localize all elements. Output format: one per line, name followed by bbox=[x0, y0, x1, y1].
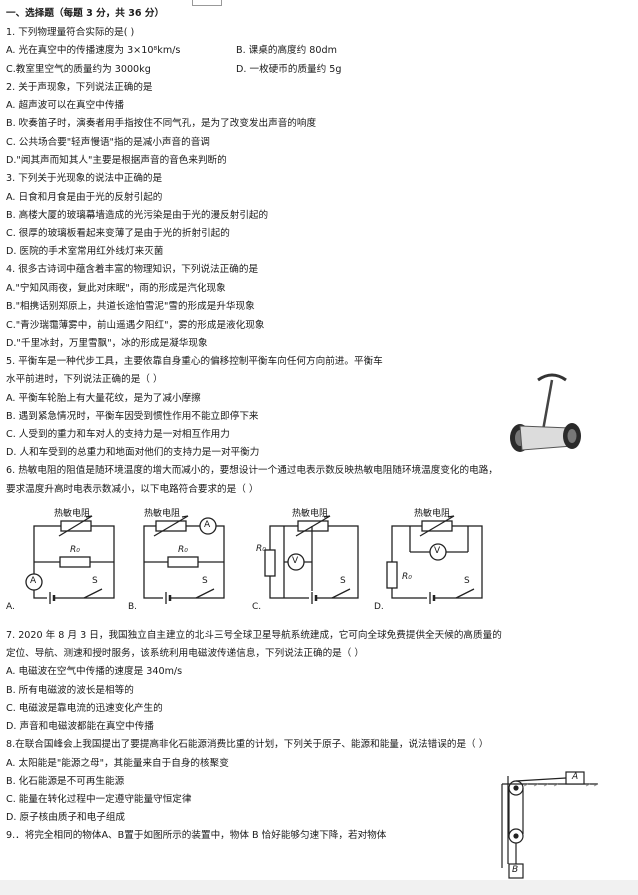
q1-option-a: A. 光在真空中的传播速度为 3×10⁸km/s bbox=[6, 45, 181, 56]
circuit-c-thermistor-label: 热敏电阻 bbox=[292, 509, 329, 519]
q3-option-c: C. 很厚的玻璃板看起来变薄了是由于光的折射引起的 bbox=[6, 228, 230, 239]
circuit-diagram-b: 热敏电阻 R₀ A S B. bbox=[126, 500, 244, 616]
q1-option-d: D. 一枚硬币的质量约 5g bbox=[236, 64, 342, 75]
circuit-a-switch-label: S bbox=[92, 576, 98, 586]
circuit-b-option-letter: B. bbox=[128, 602, 138, 612]
question-6-stem-line1: 6. 热敏电阻的阻值是随环境温度的增大而减小的，要想设计一个通过电表示数反映热敏… bbox=[6, 465, 498, 476]
q5-option-d: D. 人和车受到的总重力和地面对他们的支持力是一对平衡力 bbox=[6, 447, 260, 458]
q5-option-c: C. 人受到的重力和车对人的支持力是一对相互作用力 bbox=[6, 429, 230, 440]
q3-option-a: A. 日食和月食是由于光的反射引起的 bbox=[6, 192, 163, 203]
header-bracket bbox=[192, 0, 222, 6]
balance-scooter-illustration bbox=[510, 373, 581, 452]
question-2-stem: 2. 关于声现象，下列说法正确的是 bbox=[6, 82, 153, 93]
question-5-stem-line2: 水平前进时，下列说法正确的是（ ） bbox=[6, 374, 163, 385]
circuit-c-schematic bbox=[264, 515, 359, 605]
pulley-schematic bbox=[501, 771, 599, 879]
circuit-d-voltmeter-label: V bbox=[434, 546, 441, 556]
circuit-c-switch-label: S bbox=[340, 576, 346, 586]
circuit-a-schematic bbox=[25, 515, 115, 605]
question-8-stem: 8.在联合国峰会上我国提出了要提高非化石能源消费比重的计划，下列关于原子、能源和… bbox=[6, 739, 489, 750]
section-header: 一、选择题（每题 3 分，共 36 分） bbox=[6, 8, 165, 19]
circuit-b-ammeter-label: A bbox=[204, 520, 211, 530]
question-3-stem: 3. 下列关于光现象的说法中正确的是 bbox=[6, 173, 163, 184]
circuit-c-voltmeter-label: V bbox=[292, 556, 299, 566]
circuit-c-r0-label: R₀ bbox=[256, 544, 266, 554]
circuit-d-option-letter: D. bbox=[374, 602, 384, 612]
question-1-stem: 1. 下列物理量符合实际的是( ) bbox=[6, 27, 135, 38]
question-6-stem-line2: 要求温度升高时电表示数减小，以下电路符合要求的是（ ） bbox=[6, 484, 259, 495]
circuit-b-switch-label: S bbox=[202, 576, 208, 586]
circuit-b-thermistor-label: 热敏电阻 bbox=[144, 509, 181, 519]
circuit-b-schematic bbox=[143, 515, 225, 605]
circuit-d-r0-label: R₀ bbox=[402, 572, 412, 582]
circuit-a-option-letter: A. bbox=[6, 602, 15, 612]
question-9-stem: 9.．将完全相同的物体A、B置于如图所示的装置中，物体 B 恰好能够匀速下降，若… bbox=[6, 830, 387, 841]
circuit-diagram-c: 热敏电阻 R₀ V S C. bbox=[250, 500, 368, 616]
q2-option-b: B. 吹奏笛子时，演奏者用手指按住不同气孔，是为了改变发出声音的响度 bbox=[6, 118, 317, 129]
q7-option-b: B. 所有电磁波的波长是相等的 bbox=[6, 685, 134, 696]
question-5-stem-line1: 5. 平衡车是一种代步工具，主要依靠自身重心的偏移控制平衡车向任何方向前进。平衡… bbox=[6, 356, 383, 367]
q4-option-c: C."青沙瑞霭薄雾中，前山遥遇夕阳红"，雾的形成是液化现象 bbox=[6, 320, 265, 331]
circuit-b-r0-label: R₀ bbox=[178, 545, 188, 555]
q2-option-c: C. 公共场合要"轻声慢语"指的是减小声音的音调 bbox=[6, 137, 210, 148]
q1-option-c: C.教室里空气的质量约为 3000kg bbox=[6, 64, 151, 75]
q5-option-a: A. 平衡车轮胎上有大量花纹，是为了减小摩擦 bbox=[6, 393, 201, 404]
circuit-d-thermistor-label: 热敏电阻 bbox=[414, 509, 451, 519]
block-b-label: B bbox=[512, 865, 519, 875]
circuit-a-ammeter-label: A bbox=[30, 576, 37, 586]
q7-option-c: C. 电磁波是靠电流的迅速变化产生的 bbox=[6, 703, 163, 714]
q8-option-b: B. 化石能源是不可再生能源 bbox=[6, 776, 125, 787]
q7-option-d: D. 声音和电磁波都能在真空中传播 bbox=[6, 721, 154, 732]
circuit-diagram-d: 热敏电阻 R₀ V S D. bbox=[372, 500, 490, 616]
circuit-diagram-a: 热敏电阻 R₀ A S A. bbox=[6, 500, 124, 616]
question-7-stem-line1: 7. 2020 年 8 月 3 日，我国独立自主建立的北斗三号全球卫星导航系统建… bbox=[6, 630, 502, 641]
q8-option-a: A. 太阳能是"能源之母"，其能量来自于自身的核聚变 bbox=[6, 758, 229, 769]
q4-option-b: B."相携话别郑原上，共道长途怕雪泥"雪的形成是升华现象 bbox=[6, 301, 255, 312]
q1-option-b: B. 课桌的高度约 80dm bbox=[236, 45, 337, 56]
q8-option-d: D. 原子核由质子和电子组成 bbox=[6, 812, 126, 823]
circuit-d-schematic bbox=[386, 515, 483, 605]
q3-option-b: B. 高楼大厦的玻璃幕墙造成的光污染是由于光的漫反射引起的 bbox=[6, 210, 269, 221]
page-bottom-strip bbox=[0, 880, 638, 895]
question-4-stem: 4. 很多古诗词中蕴含着丰富的物理知识，下列说法正确的是 bbox=[6, 264, 259, 275]
q8-option-c: C. 能量在转化过程中一定遵守能量守恒定律 bbox=[6, 794, 192, 805]
q4-option-a: A."宁知风雨夜，复此对床眠"，雨的形成是汽化现象 bbox=[6, 283, 226, 294]
block-a-label: A bbox=[572, 772, 579, 782]
q5-option-b: B. 遇到紧急情况时，平衡车因受到惯性作用不能立即停下来 bbox=[6, 411, 259, 422]
q3-option-d: D. 医院的手术室常用红外线灯来灭菌 bbox=[6, 246, 164, 257]
question-7-stem-line2: 定位、导航、测速和授时服务，该系统利用电磁波传递信息，下列说法正确的是（ ） bbox=[6, 648, 365, 659]
q7-option-a: A. 电磁波在空气中传播的速度是 340m/s bbox=[6, 666, 183, 677]
circuit-a-r0-label: R₀ bbox=[70, 545, 80, 555]
q2-option-d: D."闻其声而知其人"主要是根据声音的音色来判断的 bbox=[6, 155, 227, 166]
circuit-c-option-letter: C. bbox=[252, 602, 262, 612]
pulley-figure: A B bbox=[494, 764, 604, 882]
q2-option-a: A. 超声波可以在真空中传播 bbox=[6, 100, 125, 111]
circuit-d-switch-label: S bbox=[464, 576, 470, 586]
q4-option-d: D."千里冰封，万里雪飘"，冰的形成是凝华现象 bbox=[6, 338, 208, 349]
circuit-a-thermistor-label: 热敏电阻 bbox=[54, 509, 91, 519]
